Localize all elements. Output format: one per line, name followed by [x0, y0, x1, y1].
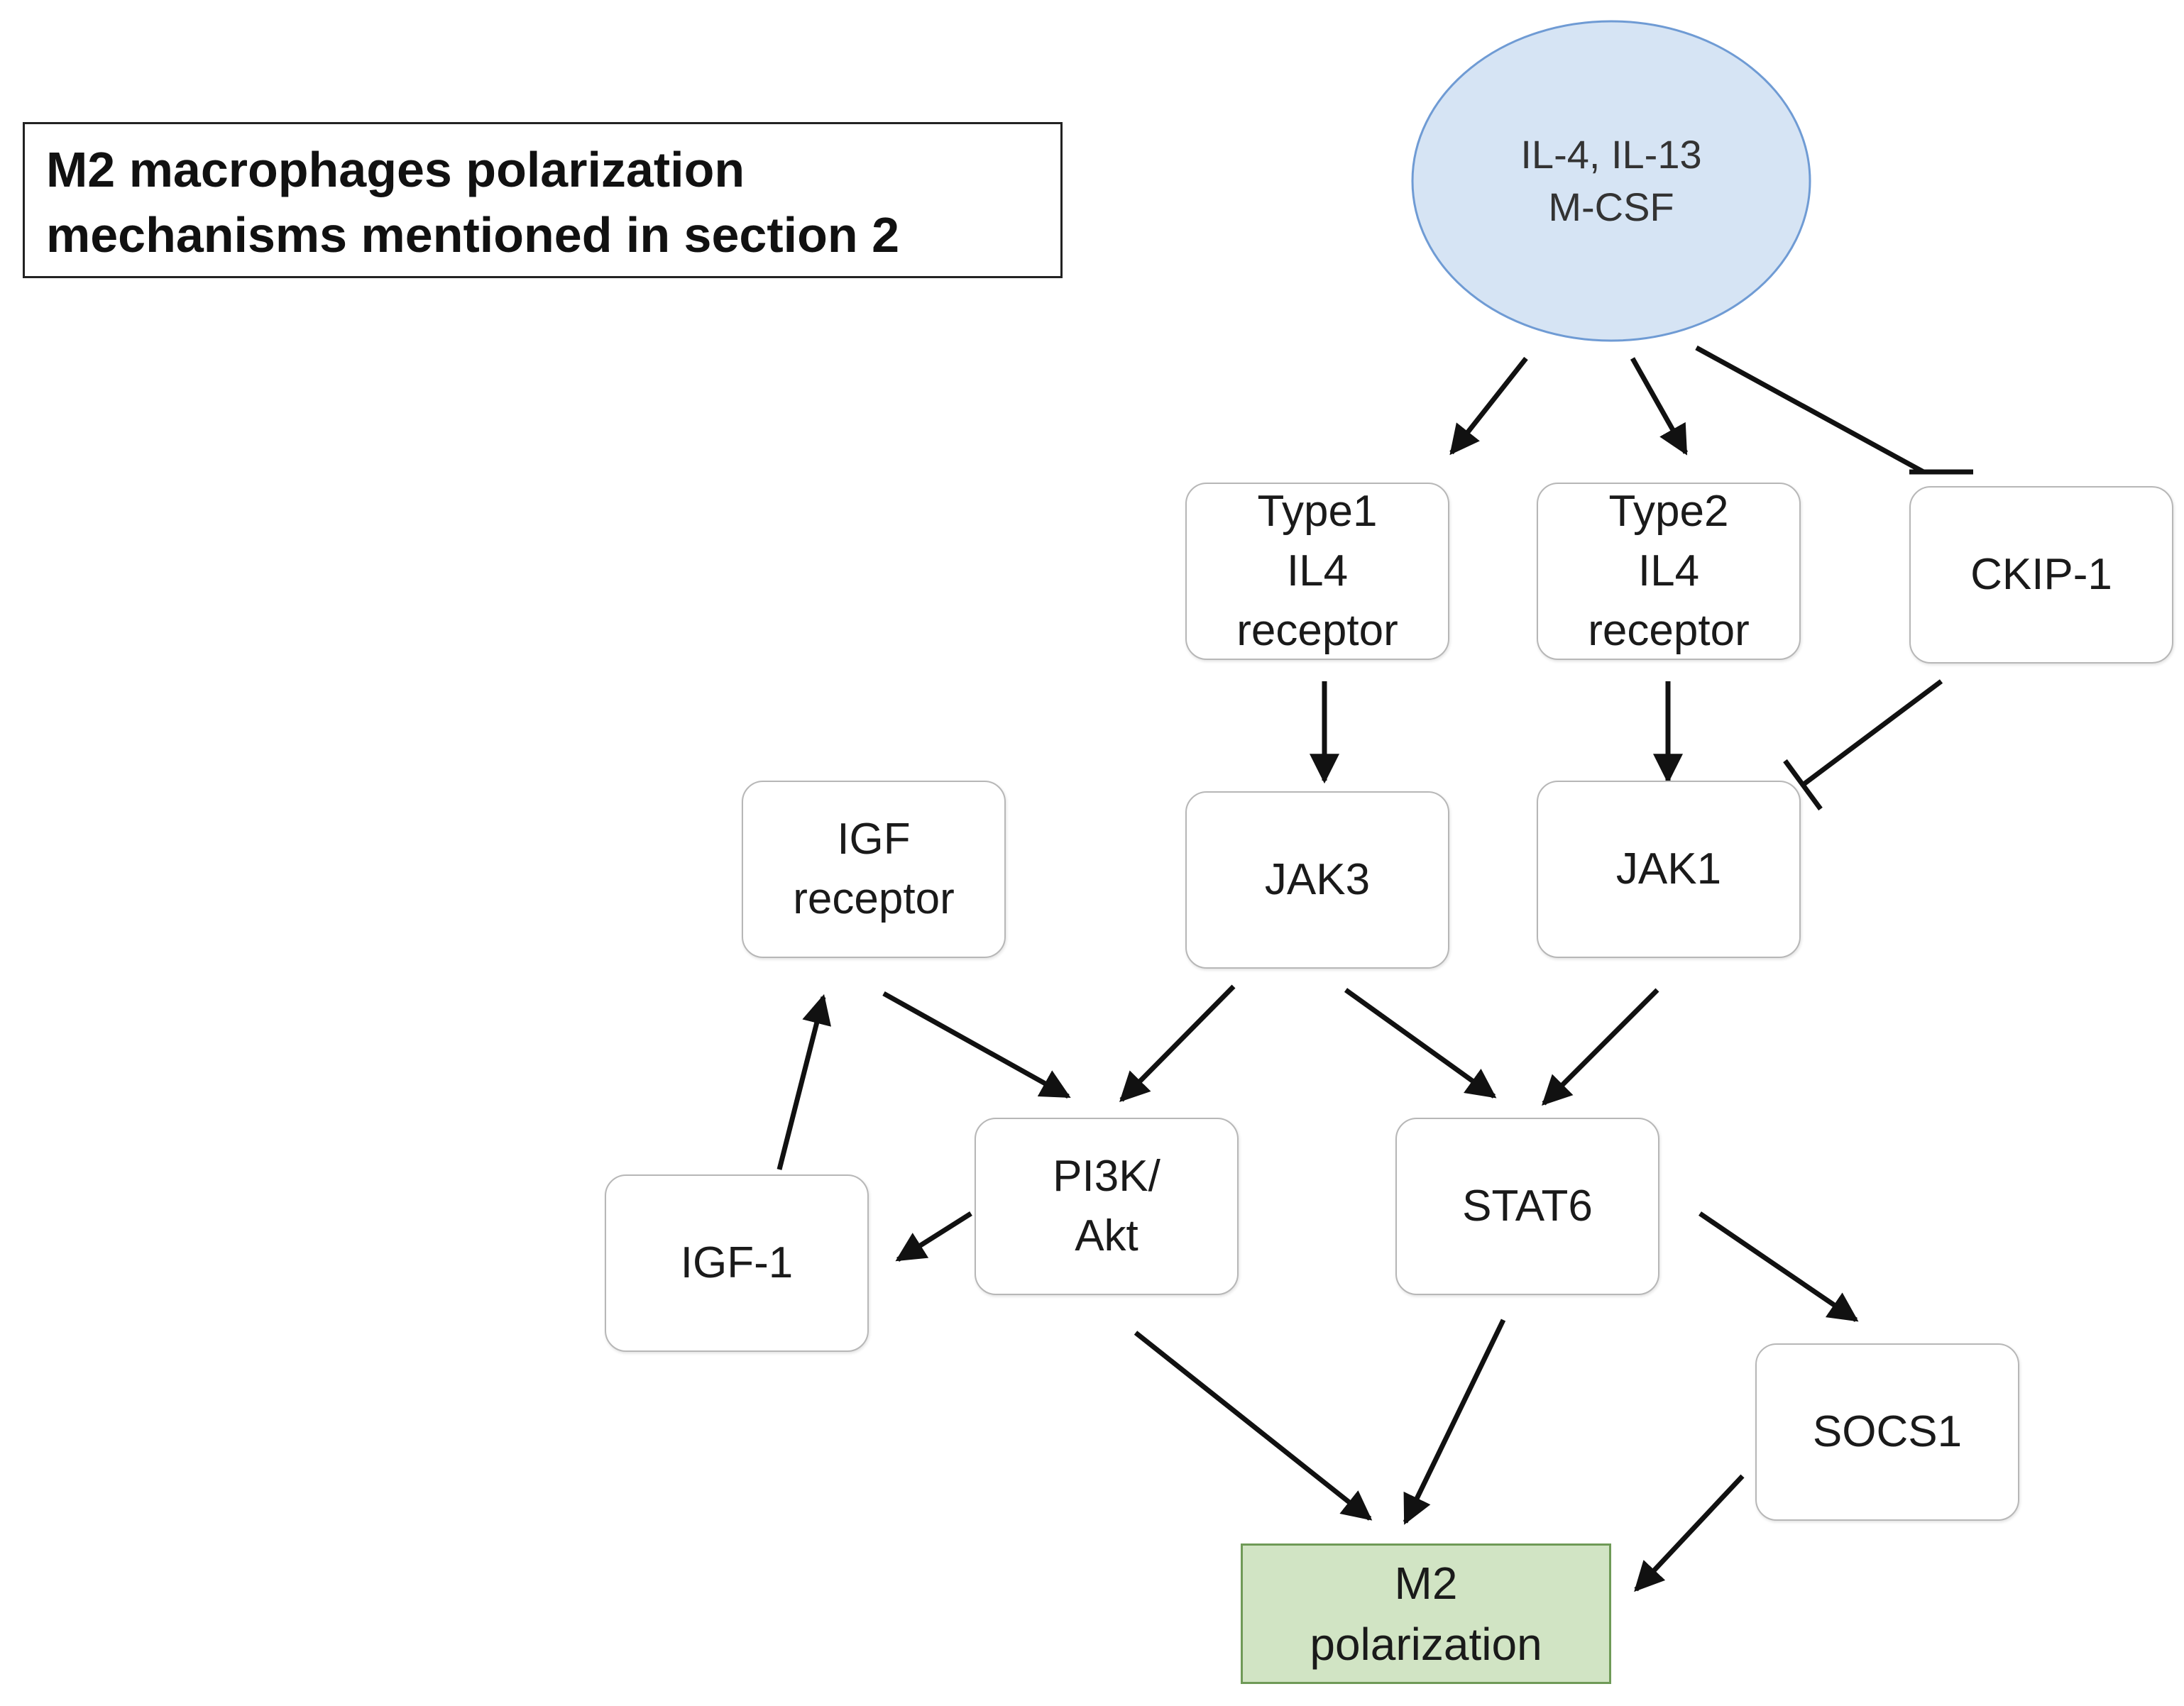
- edge-jak1-stat6: [1542, 988, 1659, 1106]
- stimulus-label: IL-4, IL-13 M-CSF: [1520, 132, 1702, 229]
- node-igf-receptor: IGF receptor: [742, 781, 1006, 958]
- node-m2-polarization: M2 polarization: [1241, 1543, 1611, 1684]
- edge-pi3k-m2: [1134, 1331, 1373, 1521]
- node-jak1: JAK1: [1537, 781, 1801, 958]
- edge-stimulus-type2-receptor: [1630, 357, 1689, 456]
- node-socs1: SOCS1: [1755, 1343, 2019, 1521]
- diagram-title: M2 macrophages polarization mechanisms m…: [23, 122, 1063, 278]
- node-jak3: JAK3: [1185, 791, 1449, 969]
- edge-stat6-m2: [1403, 1319, 1506, 1525]
- edge-stimulus-inhibits-ckip1: [1695, 345, 1973, 475]
- stimulus-ellipse: [1411, 20, 1811, 342]
- edge-stat6-socs1: [1699, 1211, 1859, 1322]
- node-igf1: IGF-1: [605, 1174, 869, 1352]
- edge-pi3k-igf1: [895, 1211, 972, 1262]
- node-stat6: STAT6: [1395, 1118, 1659, 1295]
- node-ckip1: CKIP-1: [1909, 486, 2173, 664]
- node-pi3k-akt: PI3K/ Akt: [975, 1118, 1239, 1295]
- edge-igf-receptor-pi3k: [882, 991, 1071, 1099]
- edge-ckip1-inhibits-jak1: [1783, 679, 1943, 811]
- edge-jak3-stat6: [1344, 988, 1497, 1099]
- node-type2-il4-receptor: Type2 IL4 receptor: [1537, 483, 1801, 660]
- edge-socs1-m2: [1634, 1474, 1745, 1592]
- node-type1-il4-receptor: Type1 IL4 receptor: [1185, 483, 1449, 660]
- edge-jak3-pi3k: [1119, 984, 1236, 1102]
- edge-igf1-igf-receptor: [777, 994, 832, 1170]
- edge-stimulus-type1-receptor: [1449, 356, 1528, 456]
